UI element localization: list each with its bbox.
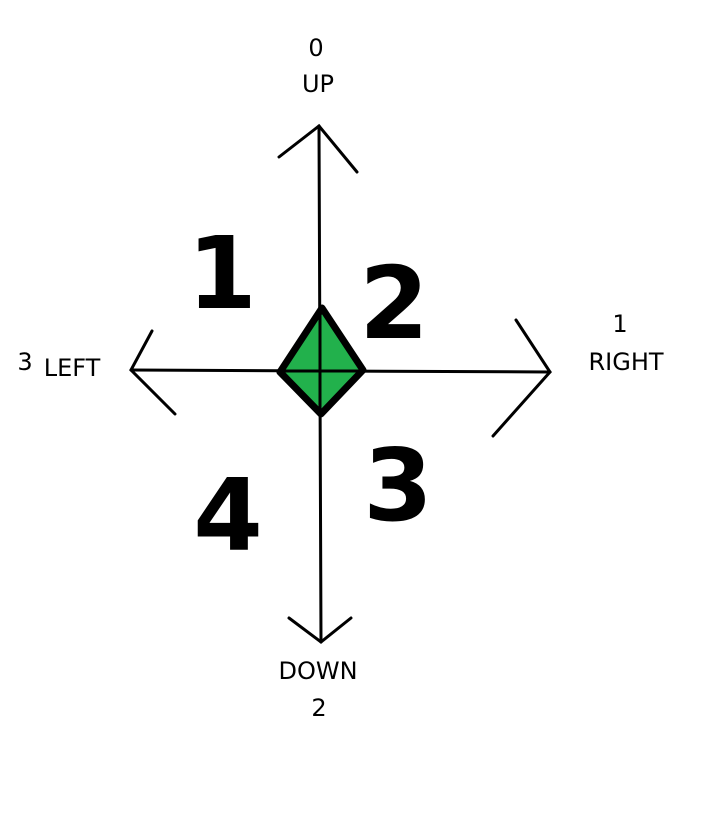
down-arrowhead-icon <box>287 616 353 644</box>
quadrant-bottom-right-number: 3 <box>363 427 433 544</box>
up-word-label: UP <box>302 70 334 98</box>
left-number-label: 3 <box>17 348 32 376</box>
up-number-label: 0 <box>308 34 323 62</box>
quadrant-bottom-left-number: 4 <box>193 457 263 574</box>
diamond-crosshair <box>284 312 359 410</box>
left-arrowhead-icon <box>129 329 177 416</box>
down-number-label: 2 <box>311 694 326 722</box>
right-word-label: RIGHT <box>588 348 663 376</box>
up-arrowhead-icon <box>277 123 359 174</box>
quadrant-top-left-number: 1 <box>187 215 257 332</box>
right-arrowhead-icon <box>491 318 552 438</box>
down-word-label: DOWN <box>278 657 357 685</box>
arrowheads <box>129 123 552 644</box>
left-word-label: LEFT <box>44 354 101 382</box>
quadrant-top-right-number: 2 <box>359 245 429 362</box>
right-number-label: 1 <box>612 310 627 338</box>
